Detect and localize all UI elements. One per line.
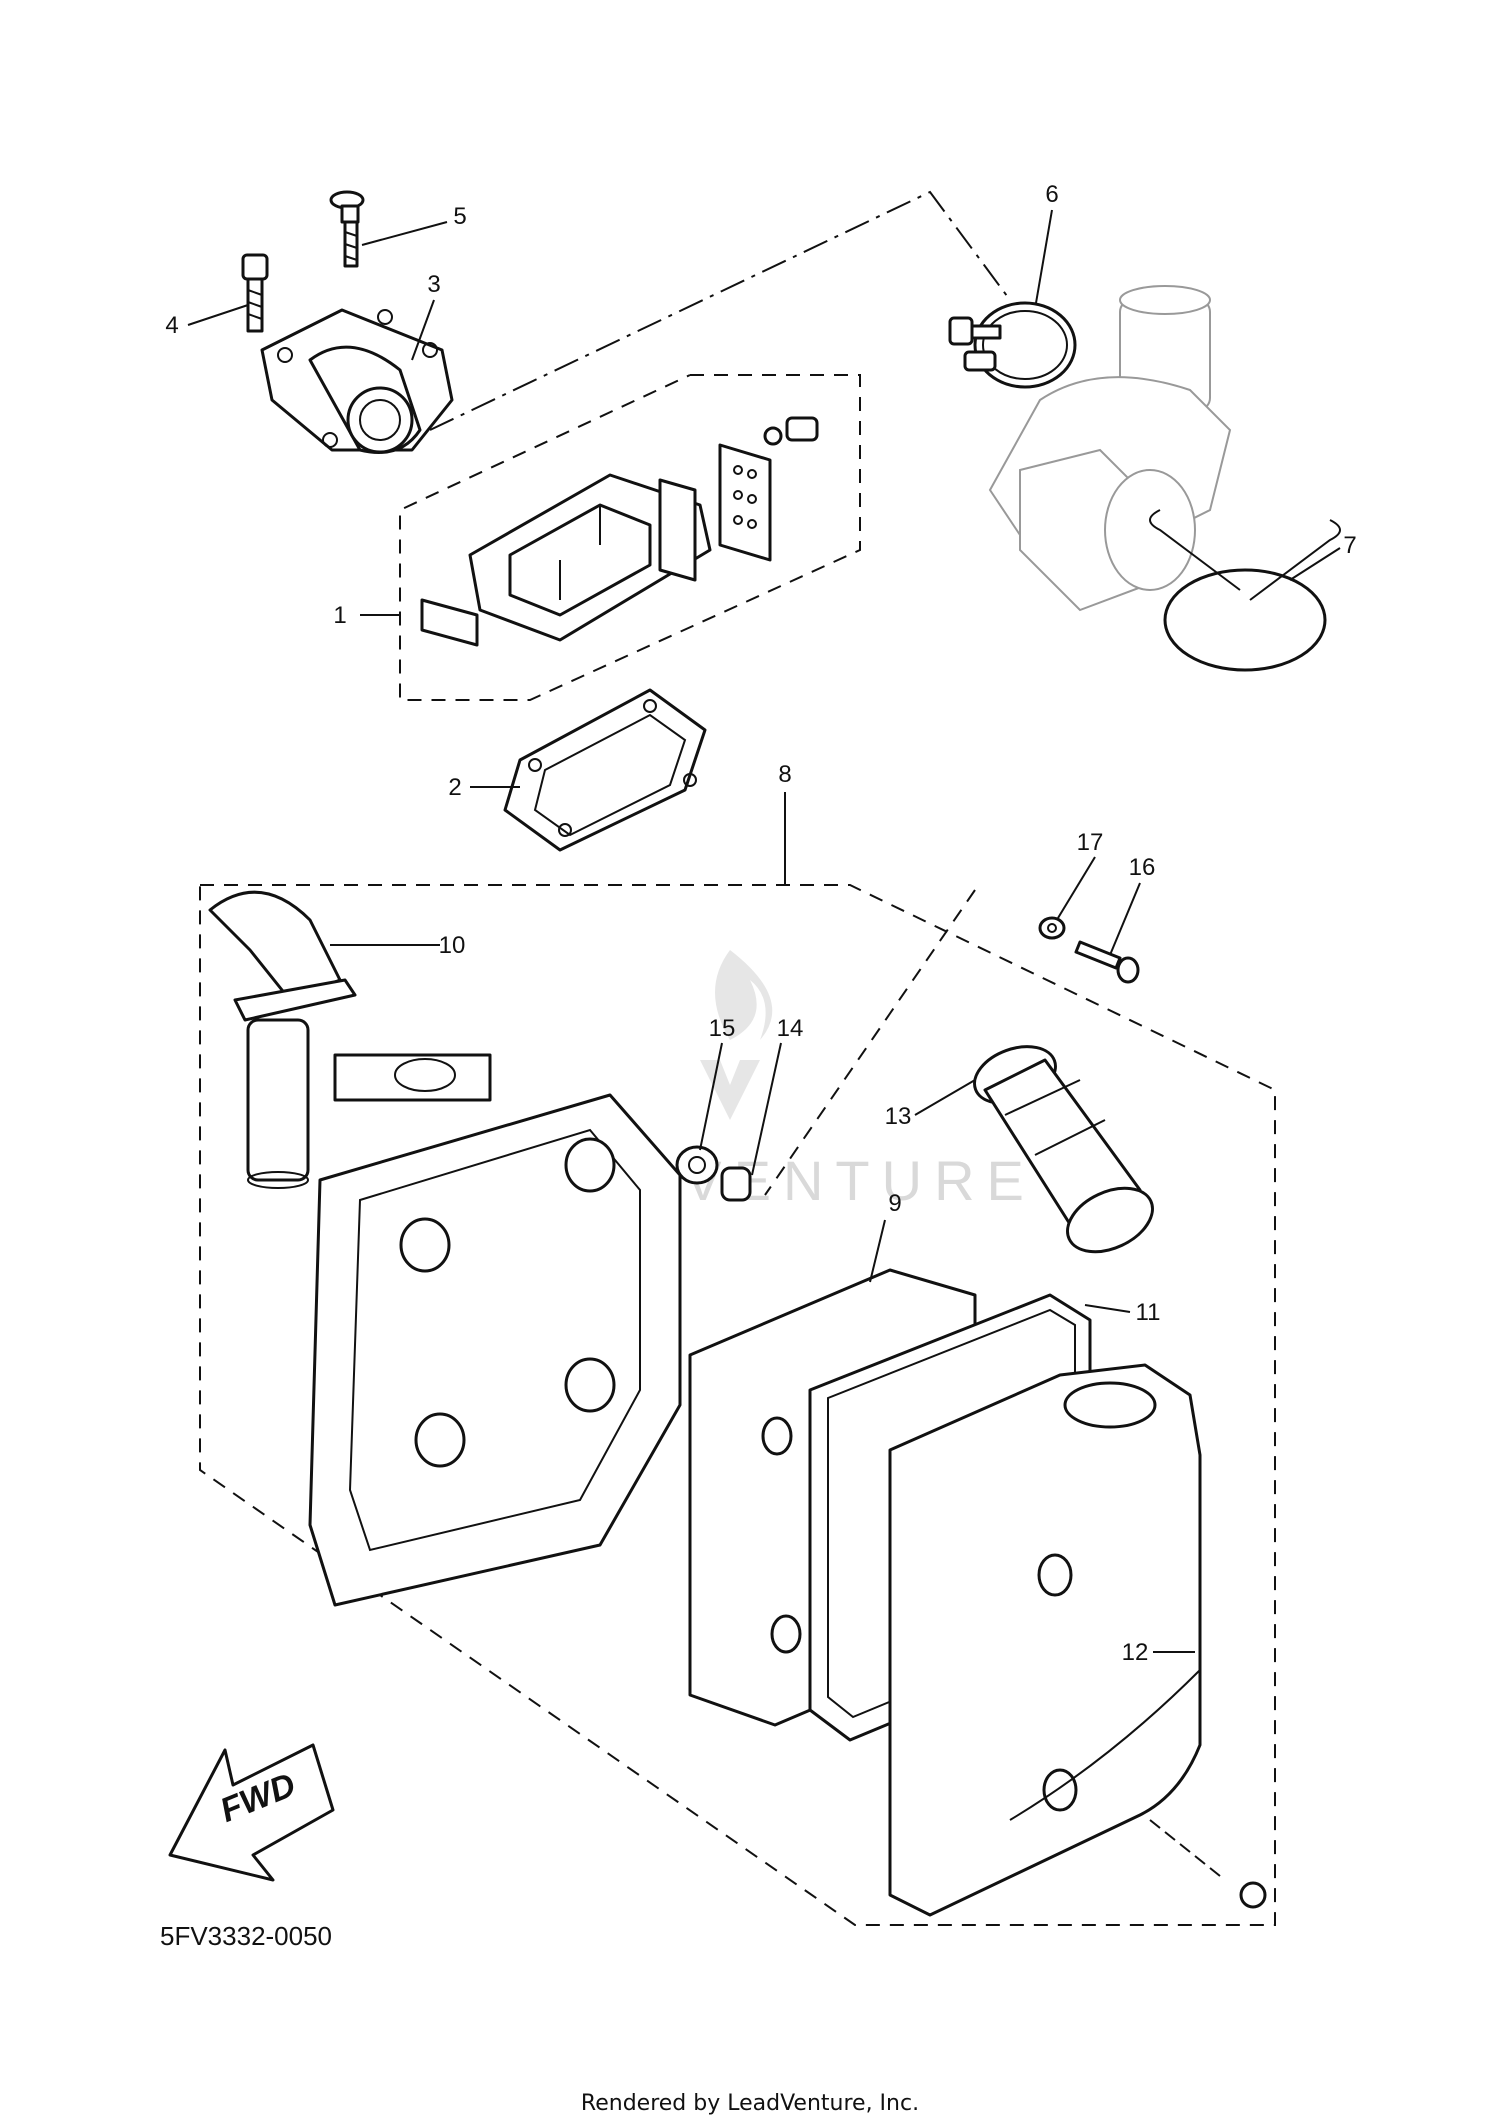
callout-4: 4 <box>165 312 178 339</box>
callout-14: 14 <box>777 1015 804 1042</box>
screw-part-12[interactable] <box>1149 1819 1267 1909</box>
callout-17: 17 <box>1077 829 1104 856</box>
callout-2: 2 <box>448 774 461 801</box>
bolt-leader-dash <box>764 889 976 1196</box>
callout-5: 5 <box>453 203 466 230</box>
footer-credit: Rendered by LeadVenture, Inc. <box>581 2091 919 2116</box>
gasket-part-2[interactable] <box>503 688 707 852</box>
bolt-part-4[interactable] <box>241 253 269 333</box>
leader-lines <box>187 209 1341 1653</box>
callout-10: 10 <box>439 932 466 959</box>
callout-1: 1 <box>333 602 346 629</box>
intake-duct-part-10[interactable] <box>208 890 357 1189</box>
collar-part-14[interactable] <box>720 1166 752 1202</box>
callout-12: 12 <box>1122 1639 1149 1666</box>
reed-valve-part-1[interactable] <box>420 416 819 647</box>
spring-clip-part-7[interactable] <box>1149 509 1341 672</box>
intake-joint-part-13[interactable] <box>967 1036 1163 1264</box>
callout-9: 9 <box>888 1190 901 1217</box>
carburetor-reference <box>988 285 1232 612</box>
callout-13: 13 <box>885 1103 912 1130</box>
callout-8: 8 <box>778 761 791 788</box>
callout-7: 7 <box>1343 532 1356 559</box>
callout-3: 3 <box>427 271 440 298</box>
hose-clamp-part-6[interactable] <box>948 301 1077 389</box>
air-cleaner-case[interactable] <box>308 1053 682 1607</box>
reed-valve-group-outline <box>399 374 861 701</box>
connection-line-3-6 <box>429 190 1011 431</box>
air-cleaner-group-outline <box>199 884 1276 1926</box>
callout-16: 16 <box>1129 854 1156 881</box>
callout-numbers: 1 2 3 4 5 6 7 8 9 10 11 12 13 14 15 16 1… <box>165 181 1356 1666</box>
air-cleaner-cover[interactable] <box>888 1363 1202 1917</box>
callout-6: 6 <box>1045 181 1058 208</box>
callout-11: 11 <box>1136 1299 1161 1326</box>
grommet-part-15[interactable] <box>675 1145 719 1185</box>
callout-15: 15 <box>709 1015 736 1042</box>
forward-arrow: FWD <box>168 1743 335 1882</box>
screw-part-5[interactable] <box>329 190 365 268</box>
screw-part-16[interactable] <box>1074 940 1140 984</box>
diagram-code: 5FV3332-0050 <box>160 1921 332 1951</box>
intake-manifold-part-3[interactable] <box>260 308 454 454</box>
washer-part-17[interactable] <box>1038 916 1066 940</box>
